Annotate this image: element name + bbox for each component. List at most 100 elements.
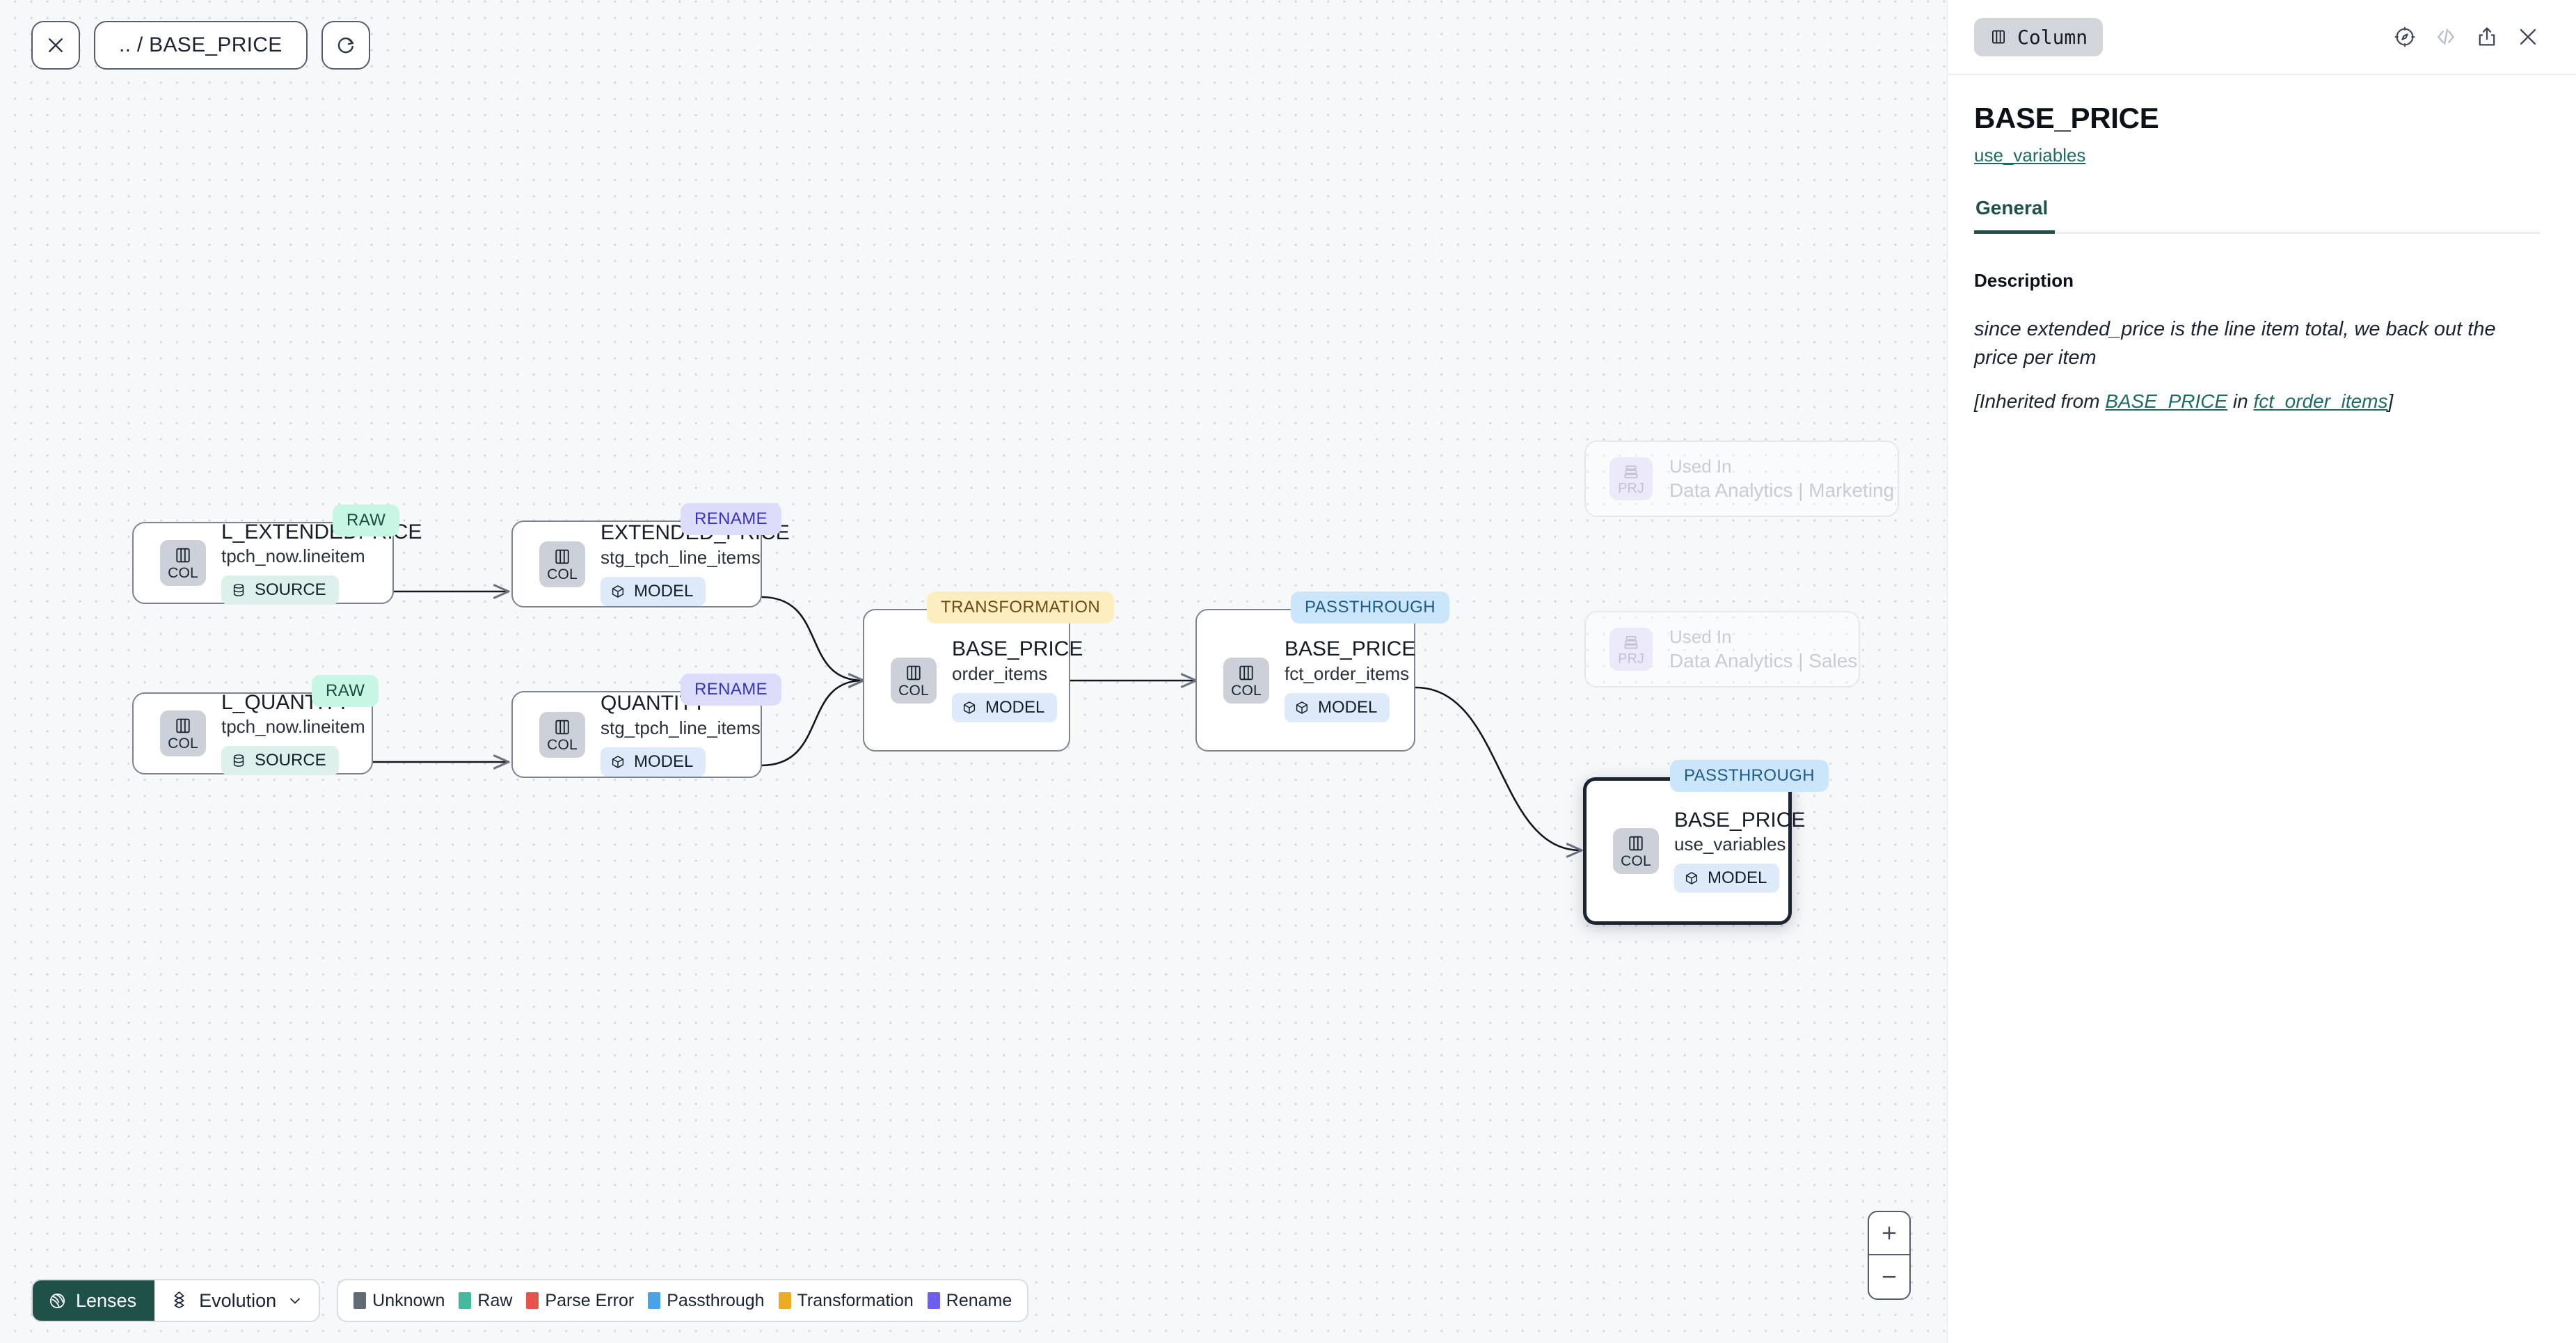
used-in-node-sales[interactable]: PRJ Used In Data Analytics | Sales (1584, 611, 1860, 688)
cube-icon (963, 701, 976, 714)
description-inherited: [Inherited from BASE_PRICE in fct_order_… (1974, 390, 2540, 413)
evolution-dropdown[interactable]: Evolution (154, 1280, 319, 1321)
zoom-out-button[interactable] (1869, 1255, 1909, 1298)
node-kind-label: MODEL (1318, 697, 1378, 717)
legend-label: Raw (477, 1290, 513, 1310)
code-icon[interactable] (2434, 25, 2458, 49)
legend-label: Unknown (372, 1290, 445, 1310)
lineage-node-l-extendedprice[interactable]: COL L_EXTENDEDPRICE tpch_now.lineitem SO… (132, 521, 422, 605)
node-kind-badge: SOURCE (221, 746, 339, 776)
node-subtitle: order_items (952, 662, 1048, 684)
col-chip-label: COL (547, 566, 578, 582)
lineage-node-l-quantity[interactable]: COL L_QUANTITY tpch_now.lineitem SOURCE (132, 692, 373, 776)
description-text: since extended_price is the line item to… (1974, 318, 2496, 369)
database-icon (233, 584, 244, 597)
zoom-controls (1868, 1211, 1911, 1300)
prj-chip-label: PRJ (1618, 480, 1644, 496)
node-title: BASE_PRICE (1285, 637, 1416, 661)
node-title: BASE_PRICE (952, 637, 1083, 661)
legend-item[interactable]: Passthrough (648, 1291, 765, 1311)
legend-label: Rename (946, 1290, 1012, 1310)
col-chip: COL (160, 540, 206, 586)
share-icon[interactable] (2475, 25, 2499, 49)
used-in-project: Data Analytics | Sales (1669, 649, 1858, 672)
legend-item[interactable]: Transformation (778, 1291, 914, 1311)
refresh-icon (337, 37, 353, 54)
column-icon (1239, 665, 1253, 680)
node-kind-label: SOURCE (255, 751, 326, 770)
node-kind-label: MODEL (634, 752, 694, 771)
column-icon (1629, 836, 1643, 851)
legend-item[interactable]: Raw (459, 1291, 512, 1311)
col-chip: COL (891, 657, 937, 704)
minus-icon (1882, 1276, 1896, 1278)
inherited-model-link[interactable]: fct_order_items (2253, 390, 2388, 413)
details-panel-body: BASE_PRICE use_variables General Descrip… (1948, 75, 2576, 413)
legend-item[interactable]: Parse Error (526, 1291, 634, 1311)
lineage-canvas[interactable]: .. / BASE_PRICE (0, 0, 1947, 1343)
node-kind-label: MODEL (985, 697, 1045, 717)
node-subtitle: stg_tpch_line_items (601, 717, 761, 738)
tab-general[interactable]: General (1974, 197, 2056, 234)
close-lineage-button[interactable] (31, 21, 80, 70)
cube-icon (612, 756, 624, 768)
used-in-label: Used In (1669, 456, 1732, 477)
node-subtitle: fct_order_items (1285, 662, 1410, 684)
legend-swatch (353, 1292, 367, 1309)
legend-swatch (778, 1292, 791, 1309)
refresh-button[interactable] (321, 21, 370, 70)
col-chip-label: COL (1621, 853, 1651, 869)
description-label: Description (1974, 270, 2074, 291)
node-kind-badge: MODEL (1674, 864, 1780, 893)
col-chip-label: COL (168, 565, 198, 581)
legend-swatch (459, 1292, 472, 1309)
column-icon (176, 718, 190, 733)
plus-icon (1882, 1226, 1896, 1240)
breadcrumb-button[interactable]: .. / BASE_PRICE (94, 21, 308, 70)
column-icon (907, 665, 921, 680)
model-link[interactable]: use_variables (1974, 145, 2086, 166)
node-badge-rename-extended-price: RENAME (681, 503, 782, 535)
lens-control-group: Lenses Evolution (31, 1279, 321, 1322)
zoom-in-button[interactable] (1869, 1212, 1909, 1255)
col-chip: COL (1223, 657, 1269, 704)
inherited-prefix: [Inherited from (1974, 390, 2106, 413)
node-kind-badge: MODEL (601, 747, 706, 777)
close-icon[interactable] (2516, 25, 2540, 49)
canvas-bottom-bar: Lenses Evolution Unknown Raw Parse Error Pa… (31, 1279, 1029, 1322)
legend-swatch (648, 1292, 661, 1309)
node-kind-label: MODEL (634, 581, 694, 601)
used-in-node-marketing[interactable]: PRJ Used In Data Analytics | Marketing (1584, 440, 1899, 517)
prj-chip-label: PRJ (1618, 651, 1644, 667)
compass-icon[interactable] (2393, 25, 2417, 49)
lineage-node-base-price-fct-order-items[interactable]: COL BASE_PRICE fct_order_items MODEL (1195, 609, 1415, 752)
close-icon (49, 38, 63, 52)
lineage-legend: Unknown Raw Parse Error Passthrough Transfor… (337, 1279, 1029, 1322)
legend-swatch (927, 1292, 940, 1309)
chevron-down-icon (290, 1298, 301, 1304)
node-badge-raw-extendedprice: RAW (333, 504, 400, 537)
legend-item[interactable]: Unknown (353, 1291, 445, 1311)
col-chip: COL (1613, 828, 1659, 874)
database-icon (233, 754, 244, 768)
cube-icon (1296, 701, 1308, 714)
legend-item[interactable]: Rename (927, 1290, 1012, 1311)
node-kind-label: SOURCE (255, 580, 326, 600)
col-chip-label: COL (1231, 682, 1262, 699)
prj-chip: PRJ (1609, 457, 1653, 500)
lenses-button[interactable]: Lenses (33, 1280, 155, 1321)
node-title: BASE_PRICE (1674, 808, 1806, 832)
node-kind-badge: MODEL (601, 576, 706, 606)
evolution-icon (174, 1292, 184, 1309)
details-panel: Column (1947, 0, 2576, 1343)
lineage-node-base-price-order-items[interactable]: COL BASE_PRICE order_items MODEL (863, 609, 1083, 752)
inherited-column-link[interactable]: BASE_PRICE (2105, 390, 2228, 413)
entity-type-pill[interactable]: Column (1974, 17, 2104, 56)
canvas-toolbar: .. / BASE_PRICE (31, 21, 370, 70)
column-icon (555, 549, 569, 564)
panel-tabs: General (1974, 197, 2540, 234)
inherited-suffix: ] (2387, 390, 2394, 413)
lineage-node-base-price-use-variables[interactable]: COL BASE_PRICE use_variables MODEL (1583, 777, 1805, 925)
used-in-project: Data Analytics | Marketing (1669, 479, 1895, 501)
node-subtitle: use_variables (1674, 834, 1786, 855)
